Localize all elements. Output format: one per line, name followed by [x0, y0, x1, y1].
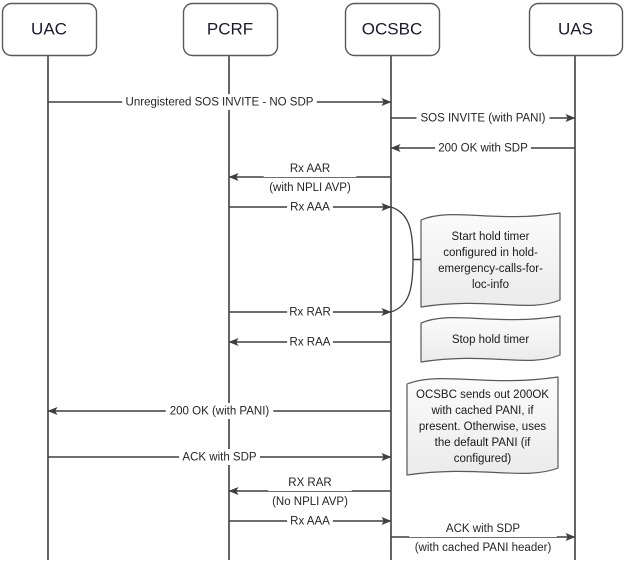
note-text-line: loc-info: [472, 279, 509, 291]
messages-group: Unregistered SOS INVITE - NO SDP SOS INVI…: [47, 94, 576, 554]
participant-box-uac[interactable]: UAC: [1, 2, 98, 57]
note-shape: [406, 376, 559, 476]
message-label-backdrop: [268, 475, 352, 491]
note-text-line: configured in hold-: [443, 247, 538, 259]
message-label: ACK with SDP: [446, 523, 520, 535]
participant-box-uas[interactable]: UAS: [528, 2, 624, 57]
message-m8: 200 OK (with PANI): [47, 403, 391, 419]
message-label-backdrop: [409, 521, 557, 537]
participant-box-pcrf[interactable]: PCRF: [182, 2, 279, 57]
message-m9: ACK with SDP: [48, 449, 392, 465]
participant-label-uac: UAC: [31, 19, 67, 38]
lifelines-group: [47, 55, 576, 560]
message-label: RX RAR: [288, 477, 331, 489]
message-label: Rx AAR: [290, 163, 330, 175]
note-shape: [420, 212, 561, 308]
message-m7: Rx RAA: [228, 334, 391, 350]
notes-group: Start hold timer configured in hold-emerg…: [390, 206, 561, 476]
message-label-backdrop: [122, 94, 317, 110]
note-text-line: with cached PANI, if: [430, 405, 534, 417]
note-hold-timer: Start hold timer configured in hold-emerg…: [390, 206, 561, 313]
note-stop-timer: Stop hold timer: [420, 315, 561, 363]
message-m11: Rx AAA: [229, 513, 392, 529]
message-label: ACK with SDP: [182, 452, 256, 464]
message-label: 200 OK (with PANI): [170, 406, 270, 418]
message-label-secondary: (No NPLI AVP): [272, 496, 348, 508]
note-shape: [420, 315, 561, 363]
message-label: SOS INVITE (with PANI): [420, 113, 545, 125]
message-label: Rx RAR: [289, 307, 331, 319]
message-m3: 200 OK with SDP: [390, 140, 575, 156]
note-ocsbc-200ok: OCSBC sends out 200OK with cached PANI, i…: [406, 376, 559, 476]
message-m2: SOS INVITE (with PANI): [391, 110, 576, 126]
message-m4: Rx AAR (with NPLI AVP): [228, 161, 391, 194]
message-label: 200 OK with SDP: [438, 143, 528, 155]
message-label-backdrop: [287, 513, 333, 529]
participant-box-rect: [344, 2, 441, 57]
participant-label-pcrf: PCRF: [207, 19, 253, 38]
participant-box-rect: [528, 2, 624, 57]
message-m6: Rx RAR: [229, 304, 392, 320]
message-m10: RX RAR (No NPLI AVP): [228, 475, 391, 508]
message-label-backdrop: [416, 110, 550, 126]
message-label-backdrop: [287, 304, 333, 320]
participant-label-uas: UAS: [558, 19, 593, 38]
message-label-backdrop: [287, 199, 333, 215]
message-m1: Unregistered SOS INVITE - NO SDP: [48, 94, 392, 110]
message-label: Unregistered SOS INVITE - NO SDP: [126, 97, 314, 109]
message-label-backdrop: [435, 140, 531, 156]
note-text-line: the default PANI (if: [435, 437, 531, 449]
note-text-line: emergency-calls-for-: [438, 263, 543, 275]
message-m5: Rx AAA: [229, 199, 392, 215]
message-label: Rx AAA: [290, 516, 330, 528]
message-label-backdrop: [165, 403, 274, 419]
note-text-line: Stop hold timer: [452, 334, 530, 346]
message-label-secondary: (with cached PANI header): [415, 542, 552, 554]
note-text-line: OCSBC sends out 200OK: [416, 389, 549, 401]
message-label: Rx AAA: [290, 202, 330, 214]
message-label-backdrop: [179, 449, 260, 465]
note-text-line: configured): [454, 453, 512, 465]
participant-boxes-group: UAC PCRF OCSBC UAS: [1, 2, 624, 57]
message-label: Rx RAA: [290, 337, 331, 349]
message-label-secondary: (with NPLI AVP): [269, 182, 351, 194]
participant-box-rect: [182, 2, 279, 57]
participant-box-rect: [1, 2, 98, 57]
message-label-backdrop: [263, 161, 357, 177]
participant-box-ocsbc[interactable]: OCSBC: [344, 2, 441, 57]
note-brace: [390, 206, 414, 313]
message-label-backdrop: [287, 334, 333, 350]
participant-label-ocsbc: OCSBC: [362, 19, 422, 38]
note-text-line: present. Otherwise, uses: [419, 421, 546, 433]
note-text-line: Start hold timer: [452, 231, 530, 243]
message-m12: ACK with SDP (with cached PANI header): [391, 521, 576, 554]
